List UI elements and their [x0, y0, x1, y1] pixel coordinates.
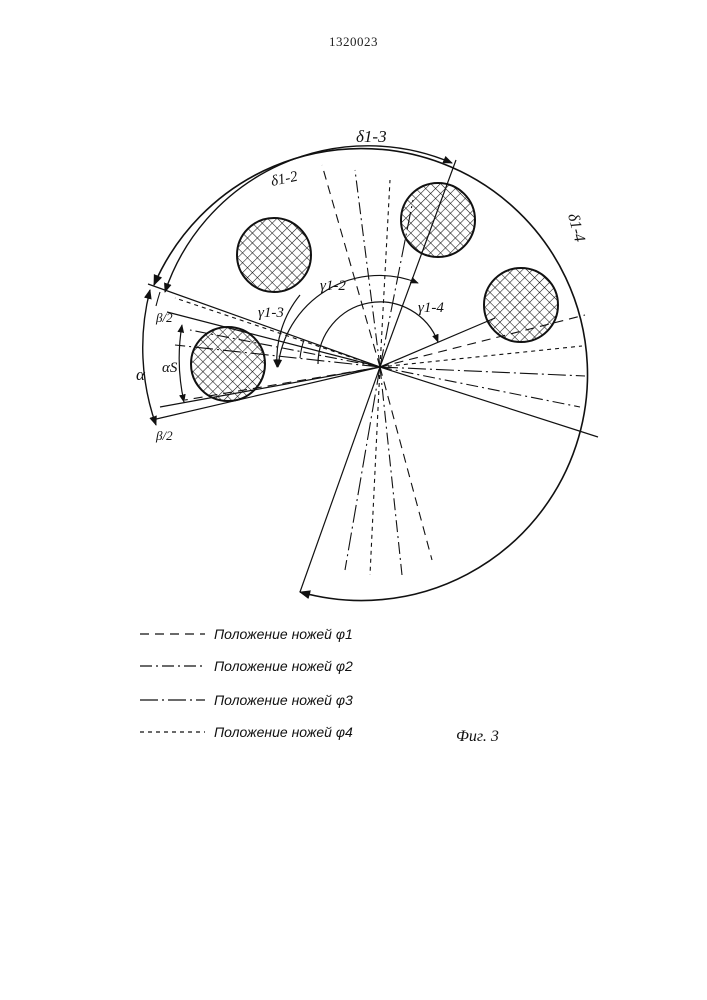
label-alpha-s: αS: [162, 360, 178, 376]
label-gamma-1-2: γ1-2: [320, 278, 346, 294]
legend-phi1: Положение ножей φ1: [214, 626, 353, 642]
arc-beta-top: [156, 292, 160, 306]
arc-small-inner: [300, 340, 304, 358]
label-delta-1-3: δ1-3: [356, 127, 387, 146]
label-delta-1-2: δ1-2: [270, 169, 300, 190]
knife-circle-1: [191, 327, 265, 401]
label-beta-half-bottom: β/2: [155, 428, 173, 443]
knife-circle-3: [401, 183, 475, 257]
label-delta-1-4: δ1-4: [564, 212, 588, 244]
legend-phi3: Положение ножей φ3: [214, 692, 353, 708]
arc-alpha-s: [179, 325, 184, 402]
legend-phi2: Положение ножей φ2: [214, 658, 353, 674]
arc-alpha: [143, 290, 156, 425]
figure-label: Фиг. 3: [456, 728, 499, 745]
legend-phi4: Положение ножей φ4: [214, 724, 353, 740]
knife-circle-4: [484, 268, 558, 342]
legend: Положение ножей φ1 Положение ножей φ2 По…: [140, 626, 353, 740]
knife-circle-2: [237, 218, 311, 292]
label-gamma-1-4: γ1-4: [418, 300, 444, 316]
label-gamma-1-3: γ1-3: [258, 305, 284, 321]
label-beta-half-top: β/2: [155, 310, 173, 325]
label-alpha: α: [136, 365, 146, 384]
